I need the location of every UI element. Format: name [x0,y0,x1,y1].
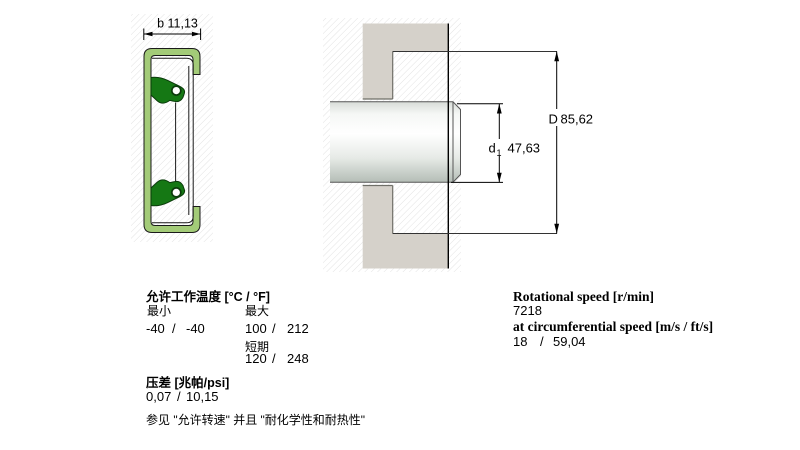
temperature-short-term-label: 短期 [245,340,270,354]
dimension-d1-arrow-down [496,172,502,183]
speed-ft-s: 59,04 [553,334,586,349]
see-also-note: 参见 "允许转速" 并且 "耐化学性和耐热性" [146,413,366,427]
pressure-header: 压差 [兆帕/psi] [146,376,230,390]
dimension-b-label: b 11,13 [157,17,198,31]
dimension-D-arrow-up [554,51,560,62]
dimension-D-label-bg [545,109,593,126]
dimension-d1-symbol: d [489,141,496,156]
dimension-b [143,28,202,40]
dimension-D-value: 85,62 [561,112,594,127]
dimension-D-symbol: D [549,112,558,127]
dimension-D-arrow-down [554,223,560,234]
slash: / [177,389,181,404]
dimension-d1-arrow-up [496,103,502,114]
temperature-short-c: 120 [245,351,267,366]
slash: / [172,321,176,336]
temperature-header: 允许工作温度 [°C / °F] [146,290,270,304]
pressure-mpa: 0,07 [146,389,172,404]
dimension-b-arrow-right [191,31,201,37]
shaft-outline [330,101,461,183]
housing-section-upper [362,23,449,99]
rotational-speed-value: 7218 [513,303,542,318]
seal-cross-section: b 11,13 [143,17,202,233]
seal-lip-bottom [150,179,186,207]
speed-m-s: 18 [513,334,528,349]
dimension-d1-label-bg [485,139,540,156]
temperature-max-f: 212 [287,321,309,336]
mounting-cross-section: d 1 47,63 D 85,62 [330,23,594,269]
temperature-min-c: -40 [146,321,165,336]
seal-lip-top [150,76,186,104]
housing-section-lower [362,185,449,269]
temperature-max-c: 100 [245,321,267,336]
slash: / [540,334,544,349]
temperature-min-f: -40 [186,321,205,336]
seal-metal-insert-outer [152,57,194,224]
garter-spring-bottom [170,187,182,198]
pressure-psi: 10,15 [186,389,219,404]
slash: / [272,321,276,336]
shaft [330,101,461,183]
circumferential-speed-header: at circumferential speed [m/s / ft/s] [513,318,714,334]
dimension-d1-value: 47,63 [508,141,541,156]
rotational-speed-header: Rotational speed [r/min] [513,289,654,304]
housing-seat-edges [362,51,394,234]
temperature-short-f: 248 [287,351,309,366]
dimension-b-arrow-left [143,31,153,37]
garter-spring-top [170,85,182,96]
slash: / [272,351,276,366]
temperature-min-label: 最小 [147,304,172,318]
dimension-d1-subscript: 1 [497,148,502,158]
temperature-max-label: 最大 [245,304,270,318]
